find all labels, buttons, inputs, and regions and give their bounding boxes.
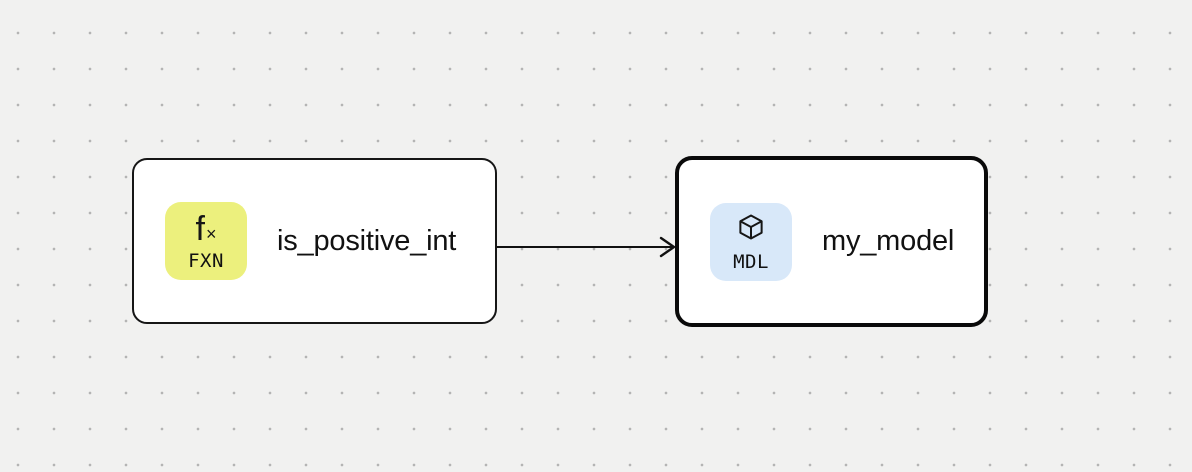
function-badge: f× FXN (165, 202, 247, 280)
node-label: my_model (822, 225, 955, 257)
node-type-label: MDL (733, 250, 769, 273)
function-icon: f× (196, 211, 217, 247)
node-my-model[interactable]: MDL my_model (675, 156, 988, 327)
node-is-positive-int[interactable]: f× FXN is_positive_int (132, 158, 497, 324)
fx-glyph-f: f (195, 210, 205, 248)
model-badge: MDL (710, 202, 792, 281)
node-label: is_positive_int (277, 224, 457, 257)
fx-glyph-x: × (205, 224, 217, 244)
edge-arrow (497, 236, 676, 258)
cube-icon (735, 212, 767, 248)
node-type-label: FXN (188, 250, 224, 272)
